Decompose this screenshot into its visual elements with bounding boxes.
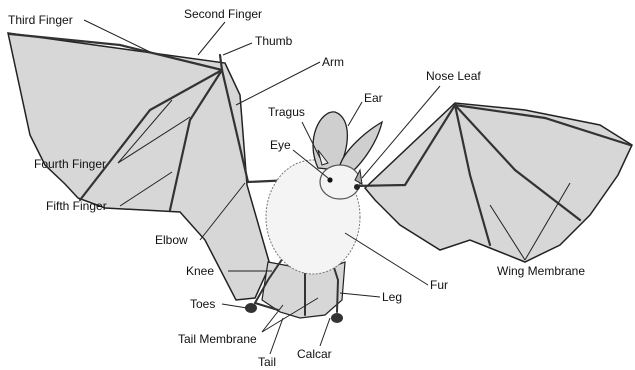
label-toes: Toes <box>190 297 215 311</box>
label-arm: Arm <box>322 55 344 69</box>
leader-second-finger <box>198 22 225 55</box>
label-elbow: Elbow <box>155 233 188 247</box>
leader-arm <box>236 62 320 105</box>
right-foot <box>331 313 343 323</box>
bat-eye <box>327 177 332 182</box>
leader-toes <box>222 304 247 308</box>
label-wing-membrane: Wing Membrane <box>497 264 585 278</box>
label-fifth-finger: Fifth Finger <box>46 199 107 213</box>
label-ear: Ear <box>364 91 383 105</box>
label-nose-leaf: Nose Leaf <box>426 69 481 83</box>
label-calcar: Calcar <box>297 347 332 361</box>
label-third-finger: Third Finger <box>8 13 73 27</box>
label-knee: Knee <box>186 264 214 278</box>
label-thumb: Thumb <box>255 34 292 48</box>
label-tail: Tail <box>258 355 276 369</box>
leader-ear <box>348 102 362 126</box>
label-tragus: Tragus <box>268 105 305 119</box>
leader-calcar <box>320 318 330 346</box>
label-fur: Fur <box>430 278 448 292</box>
label-tail-membrane: Tail Membrane <box>178 332 257 346</box>
label-fourth-finger: Fourth Finger <box>34 157 106 171</box>
leader-leg <box>340 293 380 297</box>
bat-nose <box>354 184 360 190</box>
label-leg: Leg <box>382 290 402 304</box>
label-second-finger: Second Finger <box>184 7 262 21</box>
leader-fur <box>345 233 428 285</box>
bat-head <box>320 165 360 199</box>
leader-thumb <box>223 43 252 55</box>
label-eye: Eye <box>270 138 291 152</box>
